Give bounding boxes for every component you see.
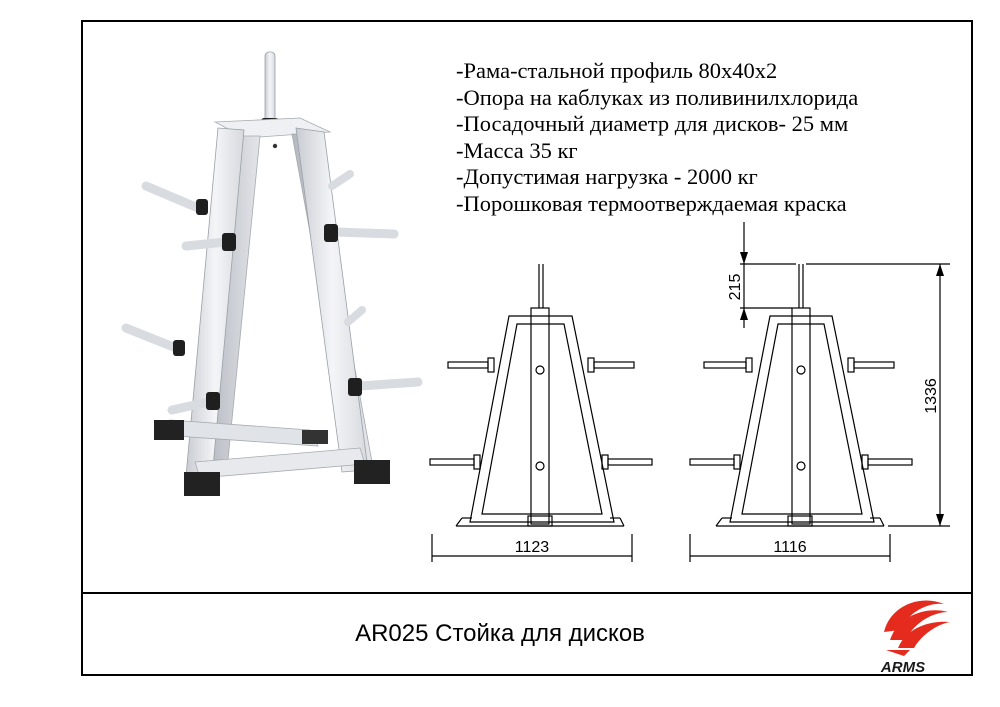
spec-item: -Посадочный диаметр для дисков- 25 мм [456,111,849,136]
logo-text: ARMS [880,659,925,676]
arms-logo: ARMS [880,600,950,676]
product-render [121,51,423,496]
product-title: AR025 Стойка для дисков [355,620,645,647]
spec-item: -Опора на каблуках из поливинилхлорида [456,84,859,110]
spec-item: -Порошковая термоотверждаемая краска [456,190,847,216]
title-block-divider [81,592,973,594]
front-width-dimension: 1123 [515,539,550,556]
height-dimension: 1336 [923,378,940,414]
dimension-arrows [740,252,944,526]
top-pin-dimension: 215 [727,274,744,301]
spec-item: -Допустимая нагрузка - 2000 кг [456,164,758,189]
side-view-drawing [689,222,950,562]
side-width-dimension: 1116 [773,539,806,556]
spec-item: -Рама-стальной профиль 80х40х2 [456,58,778,83]
drawing-frame [81,20,973,676]
front-view-drawing [429,264,653,562]
spec-list: -Рама-стальной профиль 80х40х2 -Опора на… [456,58,966,217]
spec-item: -Масса 35 кг [456,137,578,163]
